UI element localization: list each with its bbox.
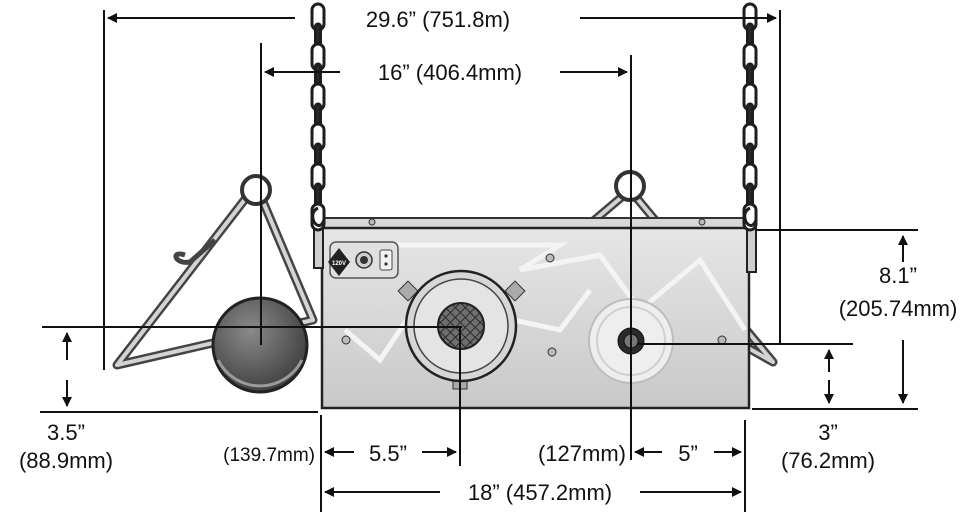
control-panel: 120V: [328, 241, 399, 279]
left-drop-mm-label: (88.9mm): [19, 448, 113, 473]
center-span-label: 16” (406.4mm): [378, 60, 522, 85]
left-chain-hook: [311, 206, 326, 227]
voltage-label: 120V: [332, 261, 346, 267]
left-chain: [310, 2, 326, 232]
right-chain-hook: [743, 206, 758, 227]
left-drop-inches-label: 3.5”: [47, 420, 85, 445]
right-chain: [742, 2, 758, 232]
box-width-label: 18” (457.2mm): [468, 480, 612, 505]
right-drop-inches-label: 3”: [818, 420, 838, 445]
right-offset-mm-label: (127mm): [538, 441, 626, 466]
speaker-box: 120V: [313, 217, 757, 410]
overall-width-label: 29.6” (751.8m): [366, 7, 510, 32]
left-offset-inches-label: 5.5”: [369, 441, 407, 466]
right-offset-inches-label: 5”: [678, 441, 698, 466]
dimension-lines: [40, 10, 918, 512]
right-drop-mm-label: (76.2mm): [781, 448, 875, 473]
height-inches-label: 8.1”: [879, 263, 917, 288]
height-mm-label: (205.74mm): [839, 296, 958, 321]
dimension-labels: 29.6” (751.8m) 16” (406.4mm) 8.1” (205.7…: [19, 7, 957, 505]
left-offset-mm-label: (139.7mm): [223, 445, 315, 466]
